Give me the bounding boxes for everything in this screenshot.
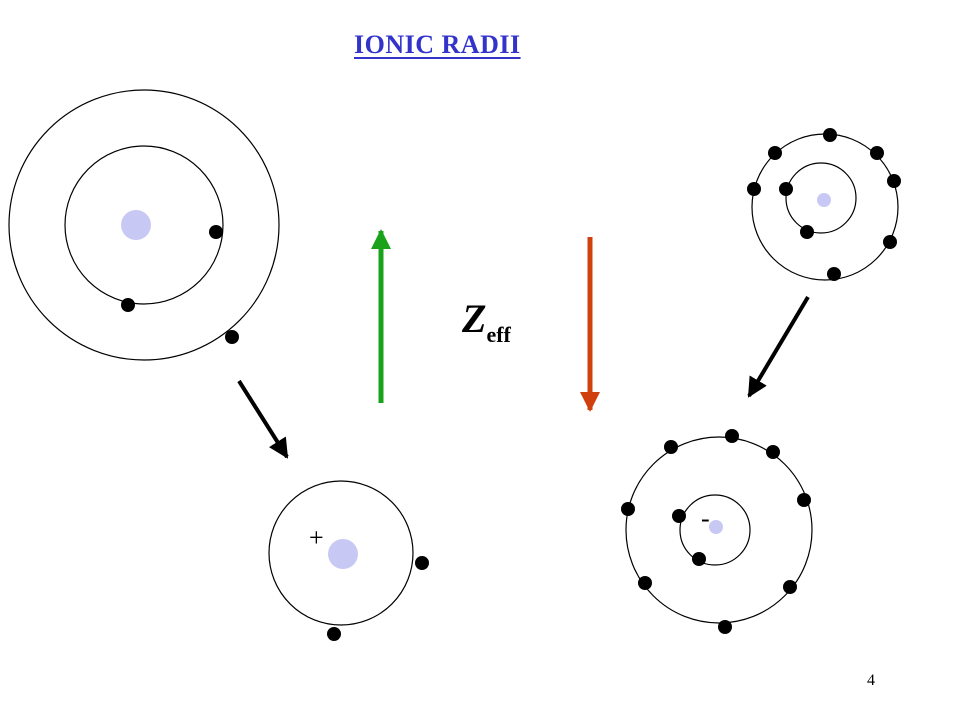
- electron: [692, 552, 706, 566]
- nucleus: [709, 520, 723, 534]
- outer-orbit: [8, 89, 280, 361]
- electron: [827, 267, 841, 281]
- electron: [747, 182, 761, 196]
- electron: [638, 576, 652, 590]
- electron: [766, 445, 780, 459]
- inner-orbit: [785, 162, 857, 234]
- electron: [664, 440, 678, 454]
- outer-orbit: [625, 436, 813, 624]
- electron: [800, 225, 814, 239]
- electron: [870, 146, 884, 160]
- electron: [121, 298, 135, 312]
- electron: [225, 330, 239, 344]
- electron: [783, 580, 797, 594]
- electron: [779, 182, 793, 196]
- electron: [672, 509, 686, 523]
- electron: [883, 235, 897, 249]
- arrow-to-anion: [747, 295, 810, 398]
- electron: [415, 556, 429, 570]
- electron: [823, 128, 837, 142]
- electron: [887, 174, 901, 188]
- inner-orbit: [64, 145, 224, 305]
- anion-charge-label: -: [701, 504, 710, 533]
- neutral-atom-large: [8, 89, 280, 361]
- nucleus: [817, 193, 831, 207]
- inner-orbit: [679, 494, 751, 566]
- zeff-main: Z: [461, 296, 486, 341]
- zeff-label: Zeff: [461, 296, 512, 347]
- slide-title: IONIC RADII: [354, 30, 521, 59]
- neutral-atom-small: [747, 128, 901, 281]
- page-number: 4: [867, 672, 875, 689]
- zeff-subscript: eff: [486, 322, 511, 347]
- cation: +: [268, 480, 429, 641]
- cation-charge-label: +: [309, 523, 324, 552]
- nucleus: [121, 210, 151, 240]
- anion: -: [621, 429, 813, 634]
- electron: [718, 620, 732, 634]
- electron: [209, 225, 223, 239]
- electron: [797, 493, 811, 507]
- electron: [768, 146, 782, 160]
- arrow-to-cation: [237, 379, 289, 459]
- electron: [327, 627, 341, 641]
- cation-orbit: [268, 480, 414, 626]
- nucleus: [328, 539, 358, 569]
- electron: [621, 502, 635, 516]
- electron: [725, 429, 739, 443]
